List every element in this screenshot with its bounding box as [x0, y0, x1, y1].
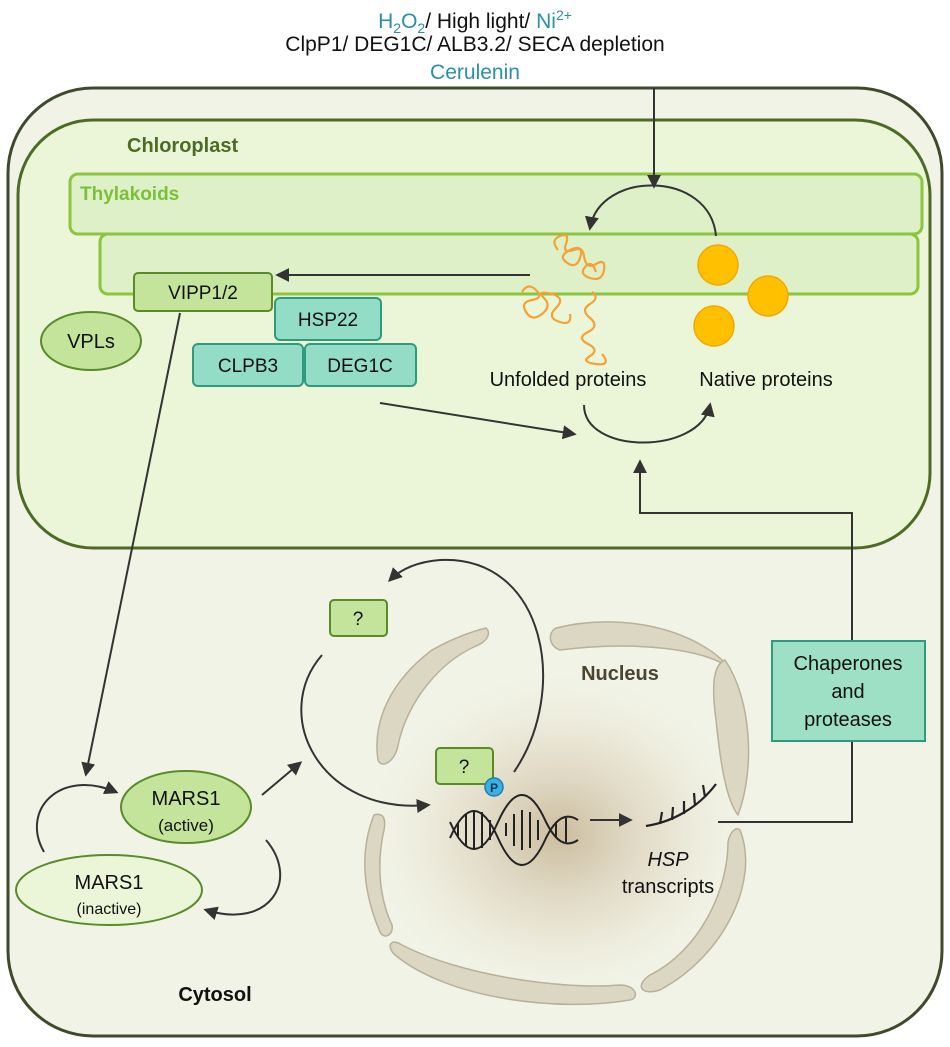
- translation-line: [718, 741, 853, 823]
- chloroplast-label: Chloroplast: [127, 135, 238, 157]
- mars1-active-ellipse: [120, 770, 252, 844]
- unfolded-proteins-label: Unfolded proteins: [490, 369, 647, 391]
- cytosol-label: Cytosol: [178, 984, 251, 1006]
- vpls-ellipse: [40, 311, 142, 371]
- unknown-factor-box: [329, 599, 388, 637]
- chaperone-action-arrow: [379, 402, 577, 440]
- unfolded-protein-squiggle: [553, 233, 606, 281]
- unfolded-protein-squiggle: [580, 291, 607, 366]
- transcripts-label: transcripts: [622, 876, 714, 898]
- chaperones-label-2: and: [831, 681, 864, 703]
- clpb3-label: CLPB3: [218, 356, 278, 377]
- hsp22-label: HSP22: [298, 310, 358, 331]
- dna-helix-icon: [449, 794, 579, 866]
- native-proteins-label: Native proteins: [699, 369, 832, 391]
- mars1-active-label: MARS1: [152, 788, 221, 810]
- nuclear-envelope-fragment: [364, 813, 393, 937]
- stimuli-line-3: Cerulenin: [430, 61, 520, 84]
- mars1-inactive-label: MARS1: [75, 872, 144, 894]
- stimuli-line-1: H2O2/ High light/ Ni2+: [0, 2, 950, 41]
- unknown-factor-label: ?: [353, 609, 364, 630]
- vipp-label: VIPP1/2: [168, 283, 238, 304]
- native-protein-circle: [747, 275, 789, 317]
- nuclear-envelope-fragment: [389, 941, 637, 1006]
- vpls-label: VPLs: [67, 331, 115, 353]
- phosphorylated-factor-label: ?: [459, 757, 470, 778]
- vipp-box: [133, 272, 273, 312]
- thylakoid-membrane-top: [68, 172, 924, 236]
- nucleus-label: Nucleus: [581, 663, 659, 685]
- stimulus-separator: / High light/: [425, 10, 537, 33]
- chaperones-proteases-box: [771, 640, 926, 742]
- h2o2-label: H2O2: [378, 10, 426, 37]
- hsp-label: HSP: [647, 849, 689, 871]
- clpb3-box: [192, 343, 304, 387]
- phosphate-icon: [484, 777, 504, 797]
- chaperones-label-1: Chaperones: [794, 653, 903, 675]
- thylakoids-label: Thylakoids: [80, 184, 179, 205]
- chaperone-import-arrow: [633, 459, 853, 641]
- factor-import-arrow: [300, 654, 431, 813]
- hsp22-box: [274, 297, 382, 341]
- mars1-activation-arrow: [36, 781, 119, 853]
- nuclear-envelope-fragment: [376, 627, 490, 765]
- mars1-inactive-state: (inactive): [77, 901, 142, 918]
- nucleus-export-arrow: [388, 558, 544, 773]
- mars1-active-state: (active): [158, 816, 214, 835]
- native-protein-circle: [693, 305, 735, 347]
- mrna-transcript-icon: [645, 783, 717, 828]
- nickel-label: Ni2+: [536, 7, 572, 33]
- phosphorylated-factor-box: [435, 747, 494, 785]
- vipp-to-mars-arrow: [81, 312, 181, 777]
- refolding-arrow: [583, 402, 715, 444]
- deg1c-box: [304, 343, 417, 387]
- native-protein-circle: [697, 244, 739, 286]
- stimuli-line-2: ClpP1/ DEG1C/ ALB3.2/ SECA depletion: [285, 33, 665, 56]
- mars1-signal-arrow: [261, 761, 303, 796]
- nuclear-envelope-fragment: [549, 621, 731, 669]
- deg1c-label: DEG1C: [327, 356, 392, 377]
- unfolding-arrow: [585, 184, 717, 237]
- nuclear-envelope-fragment: [640, 828, 747, 993]
- chaperones-label-3: proteases: [804, 709, 892, 731]
- phosphate-label: P: [490, 781, 498, 795]
- mars1-inactive-ellipse: [15, 854, 203, 926]
- unfolded-protein-squiggle: [521, 285, 572, 325]
- nuclear-envelope-fragment: [712, 659, 750, 817]
- mars1-inactivation-arrow: [203, 839, 282, 921]
